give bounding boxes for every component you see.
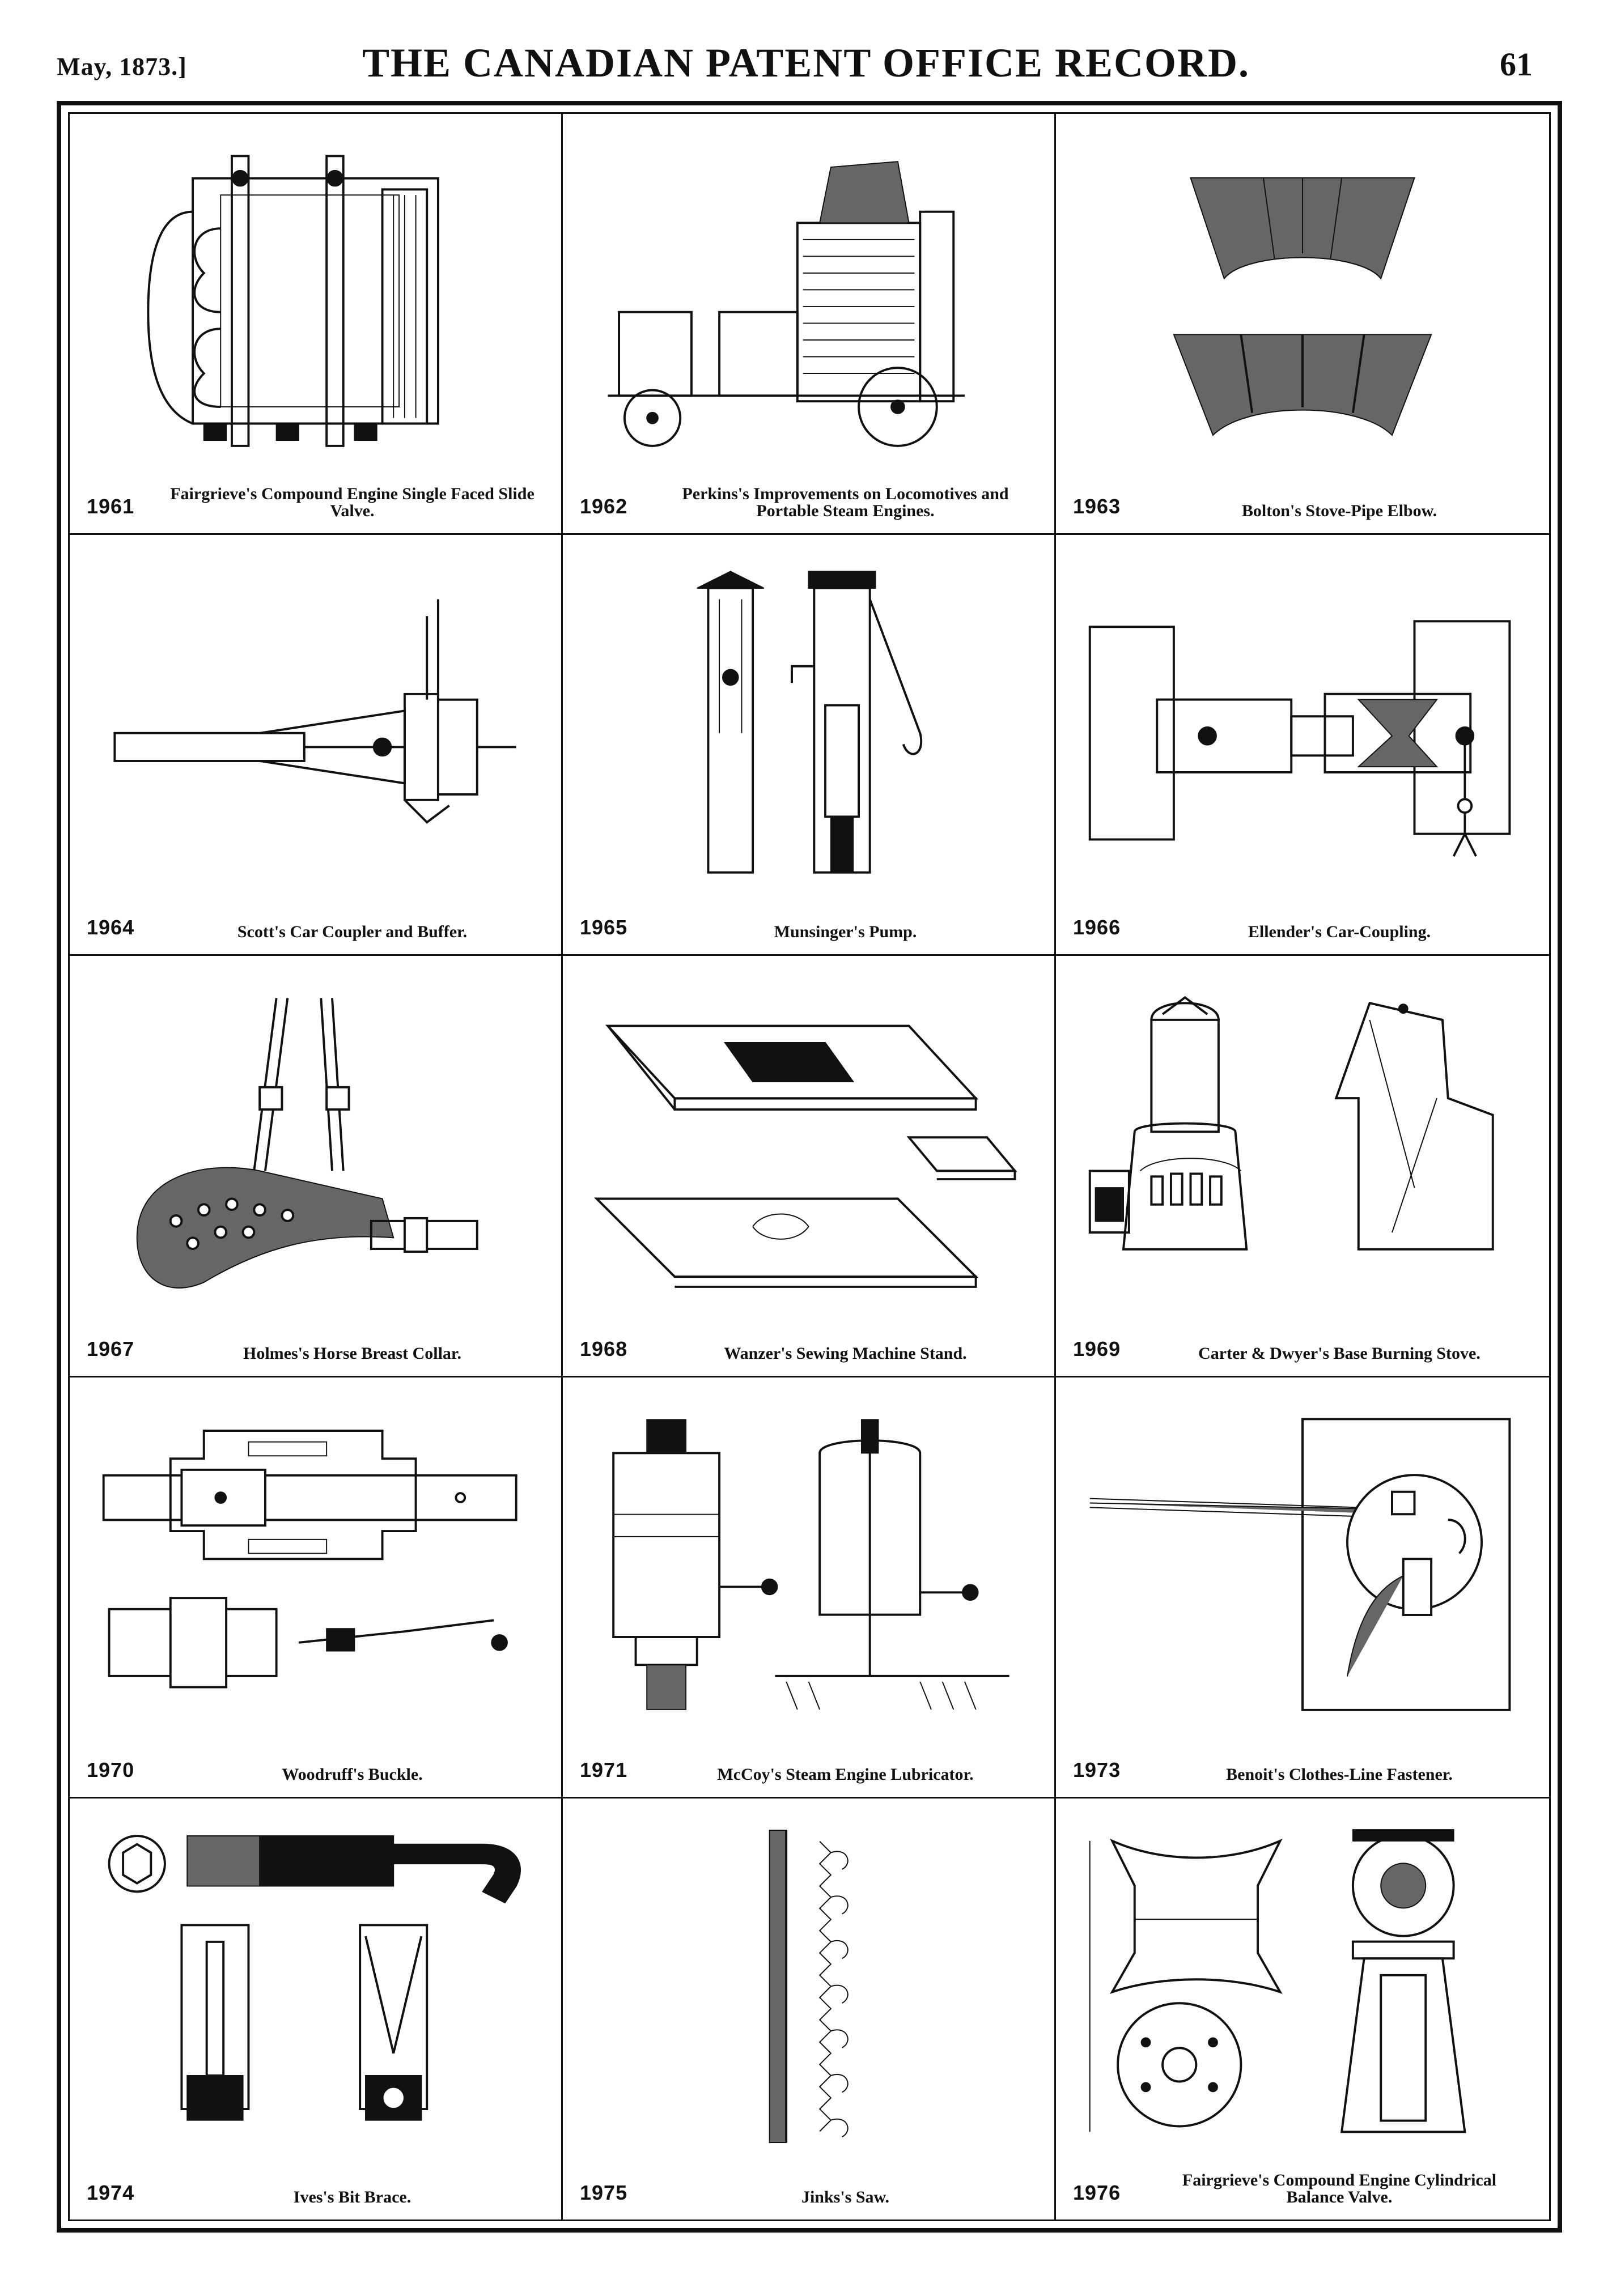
patent-title: Ellender's Car-Coupling. bbox=[1248, 922, 1431, 942]
patent-title: Scott's Car Coupler and Buffer. bbox=[237, 922, 468, 942]
engine-valve-drawing bbox=[92, 131, 538, 471]
patent-title: Jinks's Saw. bbox=[801, 2188, 890, 2206]
patent-title: Ives's Bit Brace. bbox=[293, 2188, 412, 2206]
patent-grid: 1961 Fairgrieve's Compound Engine Single… bbox=[70, 114, 1549, 2220]
lubricator-drawing bbox=[586, 1394, 1032, 1734]
publication-title: THE CANADIAN PATENT OFFICE RECORD. bbox=[362, 40, 1250, 86]
patent-cell-1973: 1973 Benoit's Clothes-Line Fastener. bbox=[1056, 1377, 1549, 1798]
patent-number: 1963 bbox=[1073, 495, 1121, 518]
patent-cell-1974: 1974 Ives's Bit Brace. bbox=[70, 1798, 563, 2220]
patent-caption: 1971 McCoy's Steam Engine Lubricator. bbox=[574, 1741, 1043, 1787]
clothes-line-fastener-drawing bbox=[1079, 1394, 1526, 1734]
patent-cell-1963: 1963 Bolton's Stove-Pipe Elbow. bbox=[1056, 114, 1549, 535]
patent-number: 1968 bbox=[580, 1337, 628, 1360]
patent-cell-1970: 1970 Woodruff's Buckle. bbox=[70, 1377, 563, 1798]
illustration-frame: 1961 Fairgrieve's Compound Engine Single… bbox=[57, 101, 1562, 2233]
patent-number: 1976 bbox=[1073, 2181, 1121, 2204]
balance-valve-drawing bbox=[1079, 1815, 1526, 2157]
car-coupler-drawing bbox=[92, 552, 538, 892]
patent-caption: 1964 Scott's Car Coupler and Buffer. bbox=[81, 899, 550, 944]
patent-number: 1973 bbox=[1073, 1758, 1121, 1781]
patent-cell-1969: 1969 Carter & Dwyer's Base Burning Stove… bbox=[1056, 956, 1549, 1377]
patent-caption: 1963 Bolton's Stove-Pipe Elbow. bbox=[1067, 478, 1538, 523]
patent-title: Carter & Dwyer's Base Burning Stove. bbox=[1198, 1343, 1481, 1363]
patent-caption: 1974 Ives's Bit Brace. bbox=[81, 2164, 550, 2209]
patent-title: McCoy's Steam Engine Lubricator. bbox=[717, 1764, 974, 1784]
stove-pipe-elbow-drawing bbox=[1079, 131, 1526, 471]
patent-number: 1971 bbox=[580, 1758, 628, 1781]
patent-cell-1976: 1976 Fairgrieve's Compound Engine Cylind… bbox=[1056, 1798, 1549, 2220]
patent-cell-1967: 1967 Holmes's Horse Breast Collar. bbox=[70, 956, 563, 1377]
patent-cell-1968: 1968 Wanzer's Sewing Machine Stand. bbox=[563, 956, 1056, 1377]
patent-title: Bolton's Stove-Pipe Elbow. bbox=[1241, 501, 1437, 521]
patent-number: 1965 bbox=[580, 916, 628, 939]
patent-title: Perkins's Improvements on Locomotives an… bbox=[682, 484, 1009, 521]
patent-cell-1964: 1964 Scott's Car Coupler and Buffer. bbox=[70, 535, 563, 956]
patent-title: Woodruff's Buckle. bbox=[282, 1764, 423, 1784]
illustration-frame-inner: 1961 Fairgrieve's Compound Engine Single… bbox=[68, 112, 1551, 2221]
patent-title: Benoit's Clothes-Line Fastener. bbox=[1226, 1764, 1453, 1784]
patent-caption: 1967 Holmes's Horse Breast Collar. bbox=[81, 1320, 550, 1366]
saw-drawing bbox=[586, 1815, 1032, 2157]
patent-cell-1961: 1961 Fairgrieve's Compound Engine Single… bbox=[70, 114, 563, 535]
patent-title: Holmes's Horse Breast Collar. bbox=[243, 1343, 461, 1363]
patent-number: 1975 bbox=[580, 2181, 628, 2204]
horse-collar-drawing bbox=[92, 973, 538, 1313]
patent-number: 1969 bbox=[1073, 1337, 1121, 1360]
patent-cell-1971: 1971 McCoy's Steam Engine Lubricator. bbox=[563, 1377, 1056, 1798]
patent-number: 1962 bbox=[580, 495, 628, 518]
patent-title: Fairgrieve's Compound Engine Cylindrical… bbox=[1182, 2171, 1497, 2206]
buckle-drawing bbox=[92, 1394, 538, 1734]
patent-cell-1965: 1965 Munsinger's Pump. bbox=[563, 535, 1056, 956]
patent-title: Fairgrieve's Compound Engine Single Face… bbox=[170, 484, 534, 521]
patent-number: 1967 bbox=[87, 1337, 135, 1360]
bit-brace-drawing bbox=[92, 1815, 538, 2157]
patent-caption: 1966 Ellender's Car-Coupling. bbox=[1067, 899, 1538, 944]
patent-number: 1970 bbox=[87, 1758, 135, 1781]
patent-number: 1961 bbox=[87, 495, 135, 518]
patent-cell-1966: 1966 Ellender's Car-Coupling. bbox=[1056, 535, 1549, 956]
patent-title: Wanzer's Sewing Machine Stand. bbox=[724, 1343, 967, 1363]
patent-title: Munsinger's Pump. bbox=[774, 922, 917, 942]
stove-drawing bbox=[1079, 973, 1526, 1313]
patent-cell-1962: 1962 Perkins's Improvements on Locomotiv… bbox=[563, 114, 1056, 535]
patent-caption: 1970 Woodruff's Buckle. bbox=[81, 1741, 550, 1787]
patent-caption: 1975 Jinks's Saw. bbox=[574, 2164, 1043, 2209]
page-header: May, 1873.] THE CANADIAN PATENT OFFICE R… bbox=[0, 40, 1612, 102]
patent-caption: 1961 Fairgrieve's Compound Engine Single… bbox=[81, 478, 550, 523]
issue-date: May, 1873.] bbox=[57, 53, 187, 80]
patent-number: 1964 bbox=[87, 916, 135, 939]
car-coupling-drawing bbox=[1079, 552, 1526, 892]
patent-caption: 1962 Perkins's Improvements on Locomotiv… bbox=[574, 478, 1043, 523]
page-number: 61 bbox=[1500, 46, 1533, 83]
patent-number: 1966 bbox=[1073, 916, 1121, 939]
patent-caption: 1973 Benoit's Clothes-Line Fastener. bbox=[1067, 1741, 1538, 1787]
patent-caption: 1976 Fairgrieve's Compound Engine Cylind… bbox=[1067, 2164, 1538, 2209]
patent-caption: 1969 Carter & Dwyer's Base Burning Stove… bbox=[1067, 1320, 1538, 1366]
patent-caption: 1965 Munsinger's Pump. bbox=[574, 899, 1043, 944]
patent-cell-1975: 1975 Jinks's Saw. bbox=[563, 1798, 1056, 2220]
sewing-stand-drawing bbox=[586, 973, 1032, 1313]
pump-drawing bbox=[586, 552, 1032, 892]
locomotive-drawing bbox=[586, 131, 1032, 471]
patent-number: 1974 bbox=[87, 2181, 135, 2204]
patent-caption: 1968 Wanzer's Sewing Machine Stand. bbox=[574, 1320, 1043, 1366]
